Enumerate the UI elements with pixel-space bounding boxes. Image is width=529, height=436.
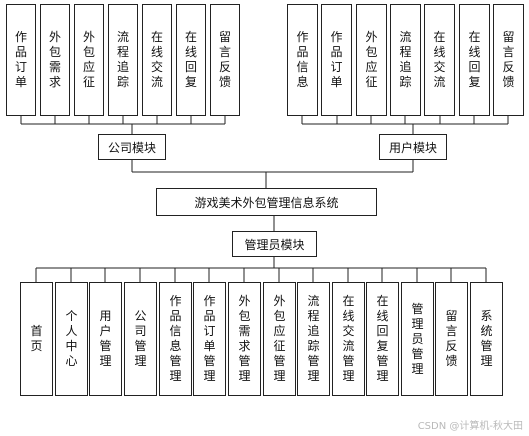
user-leaf-box: 作品订单 (321, 4, 352, 116)
admin-leaf-box: 公司管理 (124, 282, 157, 396)
user-leaf-label: 作品信息 (296, 30, 309, 89)
admin-leaf-label: 流程追踪管理 (307, 294, 320, 383)
company-leaf-box: 外包应征 (74, 4, 104, 116)
admin-leaf-box: 流程追踪管理 (297, 282, 330, 396)
admin-leaf-label: 留言反馈 (445, 309, 458, 368)
user-leaf-label: 作品订单 (330, 30, 343, 89)
company-module-label: 公司模块 (107, 140, 156, 155)
user-module-box: 用户模块 (379, 134, 447, 160)
user-leaf-box: 留言反馈 (493, 4, 524, 116)
admin-module-box: 管理员模块 (232, 231, 317, 257)
admin-leaf-label: 系统管理 (480, 309, 493, 368)
admin-leaf-box: 外包需求管理 (228, 282, 261, 396)
admin-leaf-label: 作品信息管理 (169, 294, 182, 383)
admin-leaf-label: 外包应征管理 (273, 294, 286, 383)
user-module-label: 用户模块 (388, 140, 437, 155)
user-leaf-label: 在线交流 (433, 30, 446, 89)
admin-leaf-box: 用户管理 (89, 282, 122, 396)
admin-leaf-box: 作品订单管理 (193, 282, 226, 396)
user-leaf-box: 在线回复 (459, 4, 490, 116)
admin-leaf-label: 外包需求管理 (238, 294, 251, 383)
company-module-box: 公司模块 (98, 134, 166, 160)
admin-leaf-label: 公司管理 (134, 309, 147, 368)
company-leaf-box: 作品订单 (6, 4, 36, 116)
company-leaf-label: 作品订单 (14, 30, 27, 89)
admin-leaf-box: 作品信息管理 (159, 282, 192, 396)
user-leaf-label: 留言反馈 (502, 30, 515, 89)
watermark: CSDN @计算机-秋大田 (417, 421, 523, 432)
company-leaf-label: 在线回复 (184, 30, 197, 89)
admin-leaf-box: 个人中心 (55, 282, 88, 396)
admin-leaf-box: 管理员管理 (401, 282, 434, 396)
root-system-box: 游戏美术外包管理信息系统 (156, 188, 377, 216)
company-leaf-box: 流程追踪 (108, 4, 138, 116)
admin-leaf-box: 留言反馈 (435, 282, 468, 396)
admin-leaf-label: 在线回复管理 (376, 294, 389, 383)
admin-leaf-label: 在线交流管理 (342, 294, 355, 383)
user-leaf-box: 在线交流 (424, 4, 455, 116)
company-leaf-label: 在线交流 (150, 30, 163, 89)
user-leaf-label: 在线回复 (468, 30, 481, 89)
company-leaf-label: 留言反馈 (218, 30, 231, 89)
admin-leaf-label: 作品订单管理 (203, 294, 216, 383)
admin-leaf-label: 个人中心 (65, 309, 78, 368)
company-leaf-label: 外包应征 (82, 30, 95, 89)
user-leaf-box: 作品信息 (287, 4, 318, 116)
user-leaf-label: 外包应征 (365, 30, 378, 89)
company-leaf-box: 在线交流 (142, 4, 172, 116)
root-system-label: 游戏美术外包管理信息系统 (194, 195, 339, 210)
admin-module-label: 管理员模块 (244, 237, 305, 252)
company-leaf-label: 流程追踪 (116, 30, 129, 89)
admin-leaf-box: 在线交流管理 (332, 282, 365, 396)
admin-leaf-box: 在线回复管理 (366, 282, 399, 396)
company-leaf-box: 外包需求 (40, 4, 70, 116)
admin-leaf-box: 首页 (20, 282, 53, 396)
admin-leaf-box: 系统管理 (470, 282, 503, 396)
company-leaf-box: 留言反馈 (210, 4, 240, 116)
admin-leaf-label: 管理员管理 (411, 301, 424, 376)
company-leaf-box: 在线回复 (176, 4, 206, 116)
admin-leaf-box: 外包应征管理 (263, 282, 296, 396)
user-leaf-box: 流程追踪 (390, 4, 421, 116)
admin-leaf-label: 首页 (30, 324, 43, 353)
user-leaf-label: 流程追踪 (399, 30, 412, 89)
admin-leaf-label: 用户管理 (99, 309, 112, 368)
company-leaf-label: 外包需求 (48, 30, 61, 89)
user-leaf-box: 外包应征 (356, 4, 387, 116)
